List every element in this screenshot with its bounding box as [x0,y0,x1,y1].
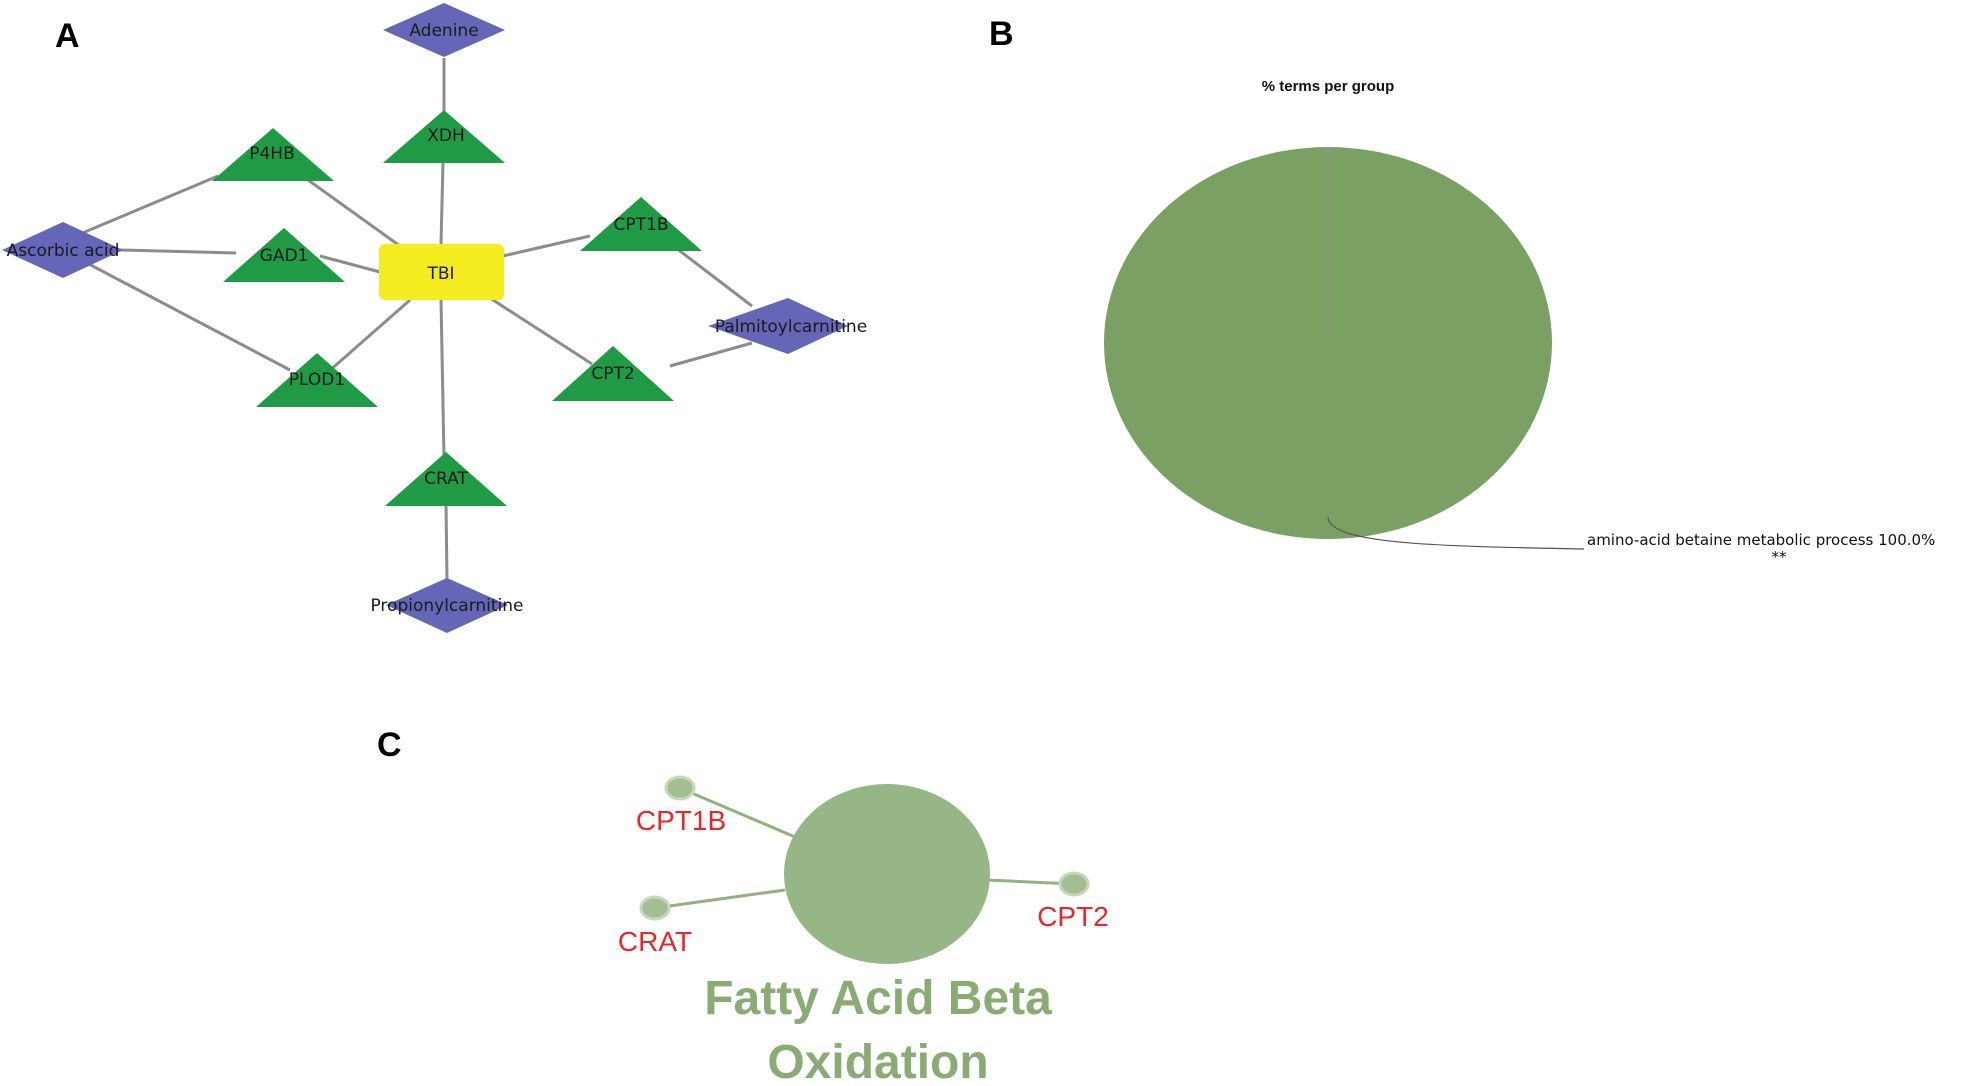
gene-label-crat: CRAT [424,469,468,489]
metabolite-nodes [2,3,848,633]
panel-c: C CPT1B CRAT CPT2 Fatty Acid Beta Oxidat… [377,726,1109,1086]
metabolite-node-palmitoyl [708,298,848,354]
edge-ascorbic-gad1 [119,248,237,255]
edge-tbi-crat [439,299,446,459]
pathway-hub-node [784,784,990,964]
panel-letter-b: B [989,15,1014,53]
gene-node-cpt1b [580,197,702,251]
edge-ascorbic-p4hb [79,174,219,236]
metabolite-label-ascorbic: Ascorbic acid [7,241,120,261]
pie-leader-line [1327,516,1585,550]
pathway-edge-crat [654,888,786,910]
network-labels: TBI XDH P4HB GAD1 PLOD1 CPT1B CPT2 CRAT … [7,21,868,616]
edge-tbi-gad1 [319,254,381,274]
panel-letter-a: A [55,17,80,55]
pathway-label-line1: Fatty Acid Beta [704,972,1052,1025]
gene-node-p4hb [212,128,334,181]
gene-nodes [212,110,702,506]
metabolite-label-palmitoyl: Palmitoylcarnitine [715,317,867,337]
edge-cpt1b-palmitoyl [675,246,753,308]
pathway-gene-label-cpt2: CPT2 [1037,901,1109,932]
panel-letter-c: C [377,726,402,764]
gene-node-xdh [383,110,505,163]
edge-tbi-plod1 [327,298,411,374]
edge-crat-propionyl [444,503,449,581]
edge-tbi-xdh [439,161,445,245]
pathway-gene-node-crat [639,895,671,921]
metabolite-node-propionyl [386,578,508,633]
gene-node-plod1 [256,353,378,407]
gene-node-cpt2 [552,346,674,401]
pathway-label-line2: Oxidation [767,1036,988,1086]
edge-ascorbic-plod1 [84,260,291,372]
metabolite-label-propionyl: Propionylcarnitine [370,596,523,616]
metabolite-node-ascorbic [2,222,123,278]
gene-node-gad1 [223,228,345,282]
pathway-gene-node-cpt1b [664,775,696,801]
center-label: TBI [426,264,454,284]
gene-label-plod1: PLOD1 [289,370,345,390]
center-node-tbi [379,244,504,300]
gene-label-cpt2: CPT2 [591,364,634,384]
pie-slice-significance: ** [1772,548,1788,566]
edge-tbi-cpt1b [502,234,591,258]
pie-title: % terms per group [1262,78,1395,95]
panel-b: B % terms per group amino-acid betaine m… [989,15,1935,566]
pathway-gene-node-cpt2 [1058,871,1090,897]
edge-cpt2-palmitoyl [669,341,753,368]
network-edges [79,58,753,581]
gene-node-crat [385,452,507,506]
gene-label-cpt1b: CPT1B [614,215,669,235]
metabolite-node-adenine [383,3,505,57]
metabolite-label-adenine: Adenine [409,21,478,41]
gene-label-gad1: GAD1 [260,246,309,266]
panel-a: A [2,3,867,633]
pie-slice-label: amino-acid betaine metabolic process 100… [1587,531,1935,549]
gene-label-xdh: XDH [427,126,465,146]
gene-label-p4hb: P4HB [249,144,295,164]
edge-tbi-cpt2 [489,296,593,366]
pathway-edge-cpt1b [679,786,796,839]
edge-tbi-p4hb [307,178,401,248]
pathway-gene-label-crat: CRAT [618,926,692,957]
pathway-gene-label-cpt1b: CPT1B [636,805,726,836]
